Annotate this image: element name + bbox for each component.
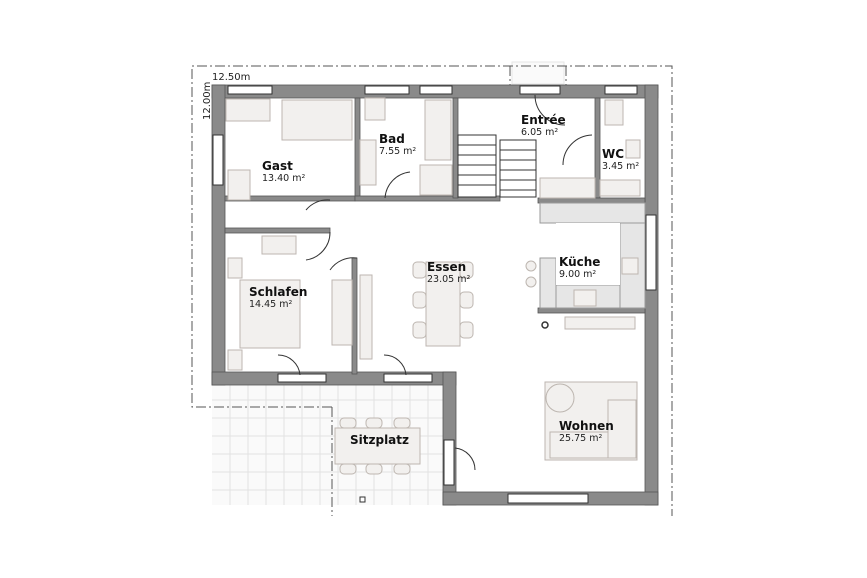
room-name: Entrée: [521, 113, 566, 127]
room-name: Bad: [379, 132, 405, 146]
room-name: Wohnen: [559, 419, 614, 433]
room-gast: Gast 13.40 m²: [262, 159, 305, 184]
room-area: 7.55 m²: [379, 146, 416, 157]
furniture: [225, 97, 646, 503]
dimension-height: 12.00m: [202, 82, 213, 120]
room-entree: Entrée 6.05 m²: [521, 113, 566, 138]
room-area: 23.05 m²: [427, 274, 470, 285]
room-name: WC: [602, 147, 624, 161]
room-name: Essen: [427, 260, 466, 274]
dimension-width: 12.50m: [212, 72, 250, 83]
doors: [277, 94, 593, 471]
room-essen: Essen 23.05 m²: [427, 260, 470, 285]
room-area: 25.75 m²: [559, 433, 602, 444]
windows: [212, 85, 657, 504]
room-area: 6.05 m²: [521, 127, 558, 138]
room-area: 3.45 m²: [602, 161, 639, 172]
room-wohnen: Wohnen 25.75 m²: [559, 419, 614, 444]
room-wc: WC 3.45 m²: [602, 147, 639, 172]
room-name: Sitzplatz: [350, 433, 409, 447]
room-name: Küche: [559, 255, 600, 269]
room-area: 13.40 m²: [262, 173, 305, 184]
room-name: Gast: [262, 159, 293, 173]
room-area: 14.45 m²: [249, 299, 292, 310]
room-name: Schlafen: [249, 285, 307, 299]
room-schlafen: Schlafen 14.45 m²: [249, 285, 307, 310]
room-kueche: Küche 9.00 m²: [559, 255, 600, 280]
room-area: 9.00 m²: [559, 269, 596, 280]
room-bad: Bad 7.55 m²: [379, 132, 416, 157]
room-sitzplatz: Sitzplatz: [350, 433, 409, 447]
